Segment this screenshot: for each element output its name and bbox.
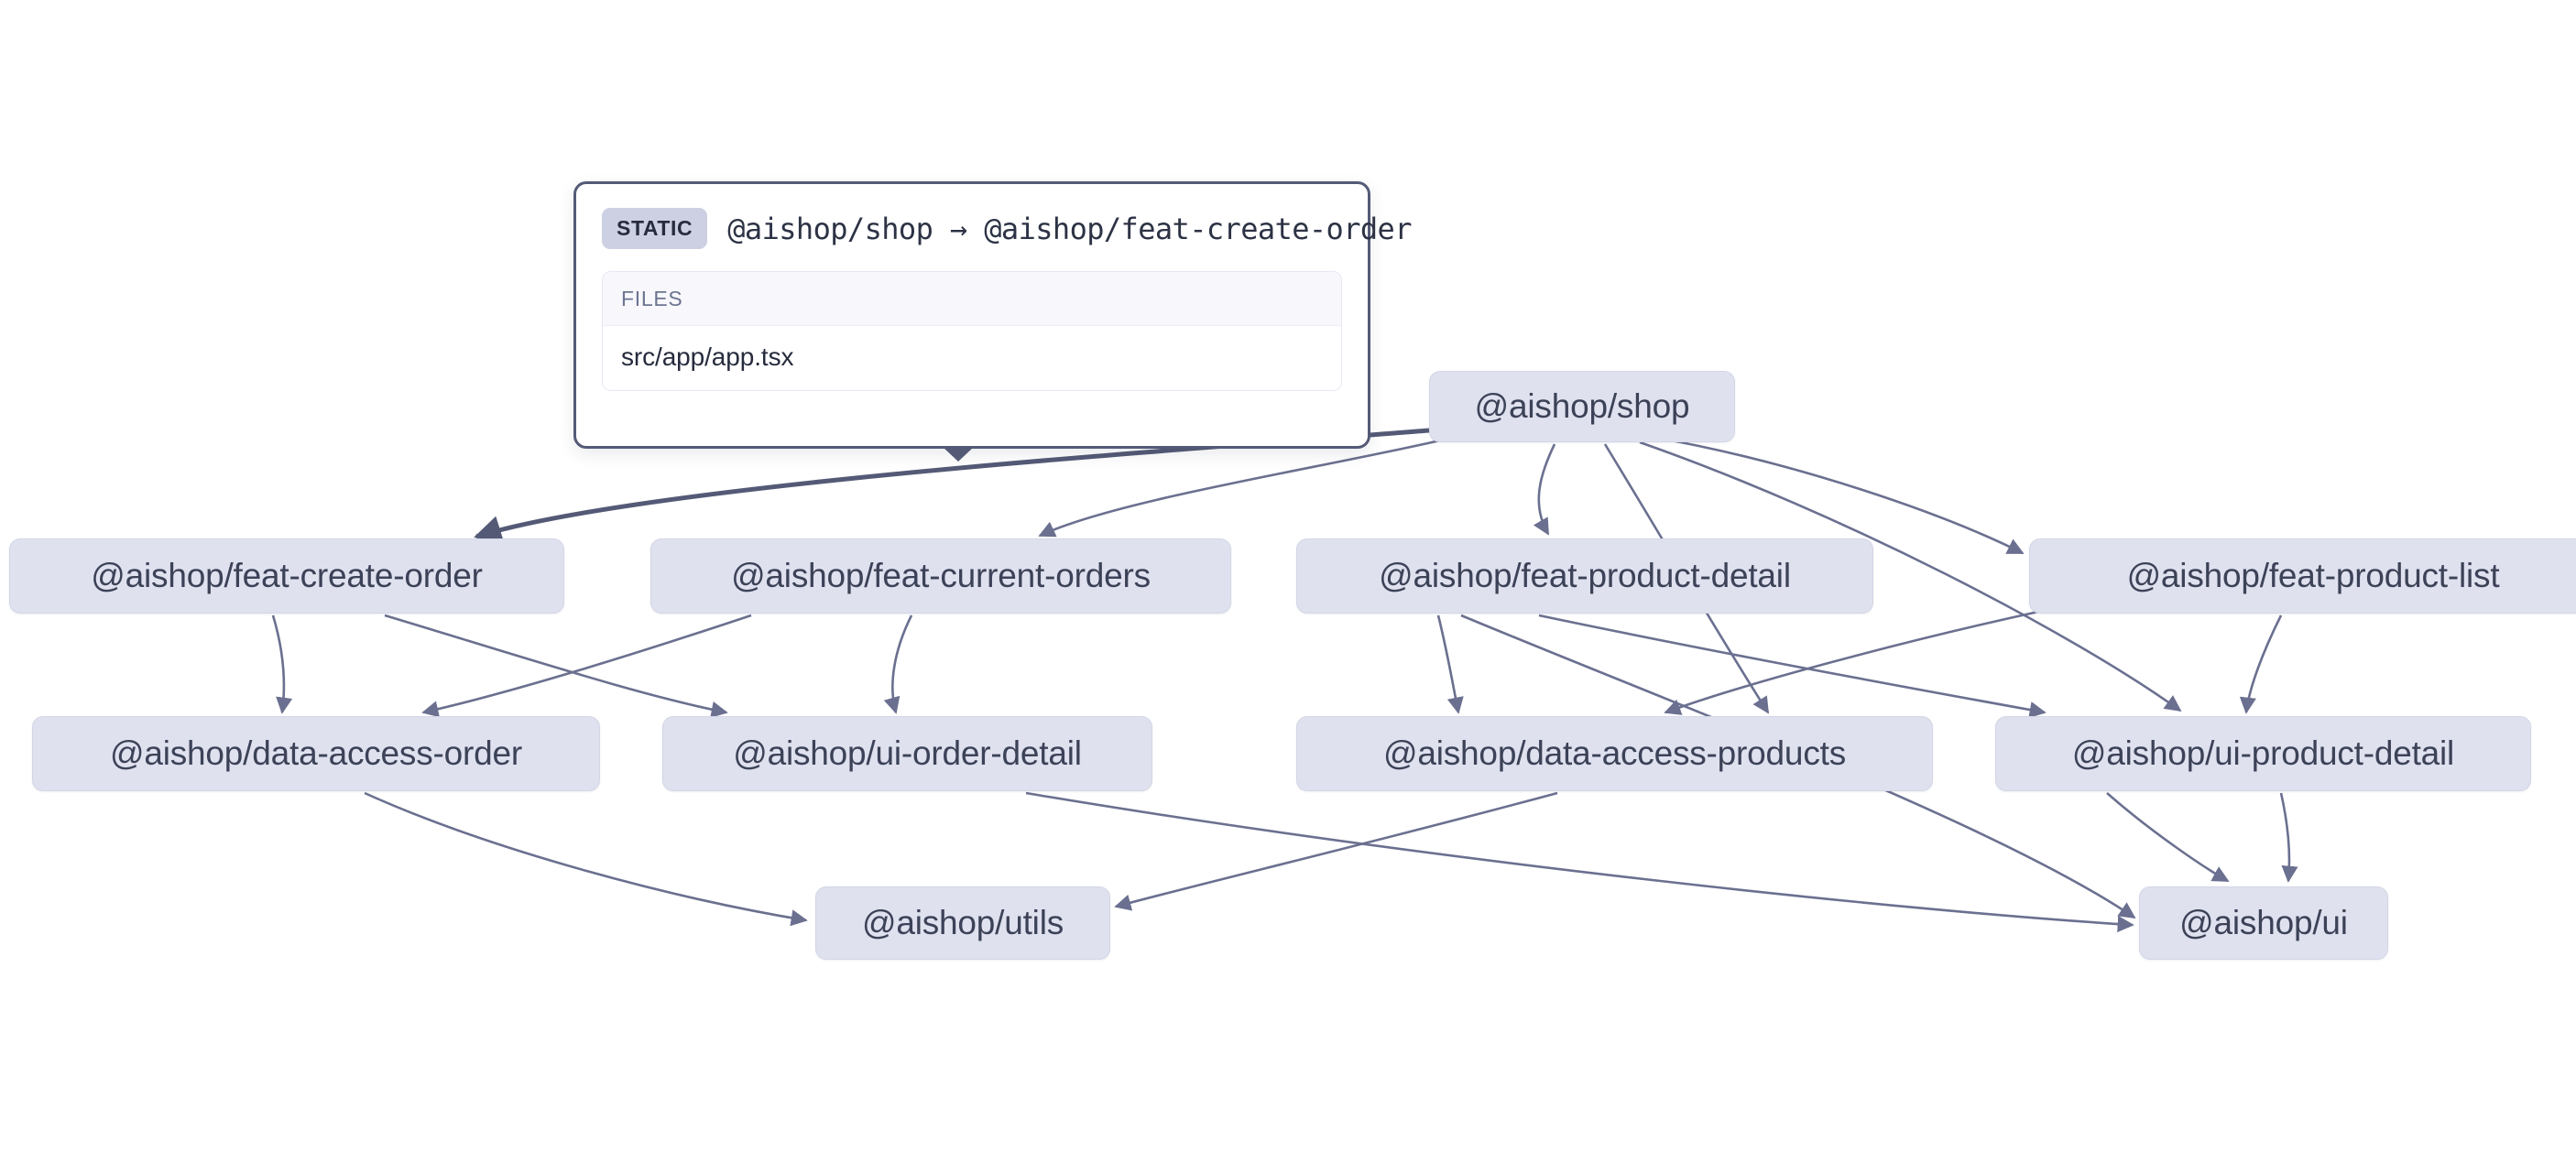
graph-edge-feat-create-order-to-data-access-order[interactable] [271, 614, 293, 714]
graph-node-label: @aishop/ui-order-detail [733, 734, 1082, 772]
graph-edge-ui-product-detail-to-ui[interactable] [2279, 792, 2298, 883]
graph-edge-feat-current-orders-to-data-access-order[interactable] [421, 614, 752, 718]
tooltip-header: STATIC @aishop/shop → @aishop/feat-creat… [602, 208, 1412, 249]
graph-node-label: @aishop/utils [861, 904, 1064, 941]
graph-node-feat-create-order[interactable]: @aishop/feat-create-order [9, 538, 564, 614]
graph-node-feat-product-detail[interactable]: @aishop/feat-product-detail [1296, 538, 1873, 614]
graph-edge-shop-to-feat-current-orders[interactable] [1038, 436, 1453, 538]
graph-node-label: @aishop/ui [2179, 904, 2348, 941]
graph-edge-feat-current-orders-to-ui-order-detail[interactable] [883, 614, 913, 714]
status-badge: STATIC [602, 208, 708, 249]
graph-node-shop[interactable]: @aishop/shop [1429, 371, 1735, 442]
graph-edge-feat-product-list-to-ui-product-detail[interactable] [2239, 614, 2283, 714]
graph-edge-feat-product-list-to-data-access-products[interactable] [1664, 610, 2039, 715]
graph-node-label: @aishop/feat-current-orders [731, 557, 1151, 594]
graph-edge-feat-product-detail-to-data-access-products[interactable] [1436, 614, 1464, 714]
tooltip-title: @aishop/shop → @aishop/feat-create-order [727, 211, 1412, 246]
graph-edge-data-access-order-to-utils[interactable] [364, 791, 808, 927]
file-list-item[interactable]: src/app/app.tsx [621, 342, 794, 371]
graph-edge-ui-order-detail-to-ui[interactable] [1025, 791, 2134, 933]
graph-node-label: @aishop/shop [1474, 387, 1690, 425]
graph-node-utils[interactable]: @aishop/utils [815, 886, 1110, 960]
graph-edge-shop-to-feat-product-list[interactable] [1655, 436, 2025, 555]
graph-node-feat-product-list[interactable]: @aishop/feat-product-list [2029, 538, 2576, 614]
graph-edge-feat-create-order-to-ui-order-detail[interactable] [384, 614, 728, 718]
graph-node-ui-order-detail[interactable]: @aishop/ui-order-detail [662, 716, 1152, 791]
tooltip-pointer-icon [943, 447, 974, 462]
graph-edge-data-access-products-to-utils[interactable] [1114, 791, 1558, 911]
graph-edge-ui-product-detail-to-ui[interactable] [2106, 792, 2230, 883]
graph-node-ui[interactable]: @aishop/ui [2139, 886, 2388, 960]
graph-edge-feat-product-detail-to-ui-product-detail[interactable] [1538, 614, 2047, 719]
graph-node-data-access-order[interactable]: @aishop/data-access-order [32, 716, 600, 791]
graph-node-label: @aishop/feat-product-detail [1379, 557, 1791, 594]
graph-node-ui-product-detail[interactable]: @aishop/ui-product-detail [1995, 716, 2531, 791]
graph-node-label: @aishop/data-access-order [109, 734, 523, 772]
graph-node-feat-current-orders[interactable]: @aishop/feat-current-orders [650, 538, 1231, 614]
files-panel-body: src/app/app.tsx [603, 326, 1341, 390]
files-panel: FILES src/app/app.tsx [602, 271, 1342, 391]
graph-node-label: @aishop/ui-product-detail [2071, 734, 2455, 772]
files-panel-header: FILES [603, 272, 1341, 326]
edge-detail-tooltip[interactable]: STATIC @aishop/shop → @aishop/feat-creat… [573, 181, 1412, 449]
graph-node-data-access-products[interactable]: @aishop/data-access-products [1296, 716, 1933, 791]
graph-node-label: @aishop/feat-create-order [91, 557, 483, 594]
graph-edge-shop-to-feat-product-detail[interactable] [1533, 443, 1556, 536]
graph-node-label: @aishop/data-access-products [1383, 734, 1846, 772]
graph-node-label: @aishop/feat-product-list [2126, 557, 2500, 594]
